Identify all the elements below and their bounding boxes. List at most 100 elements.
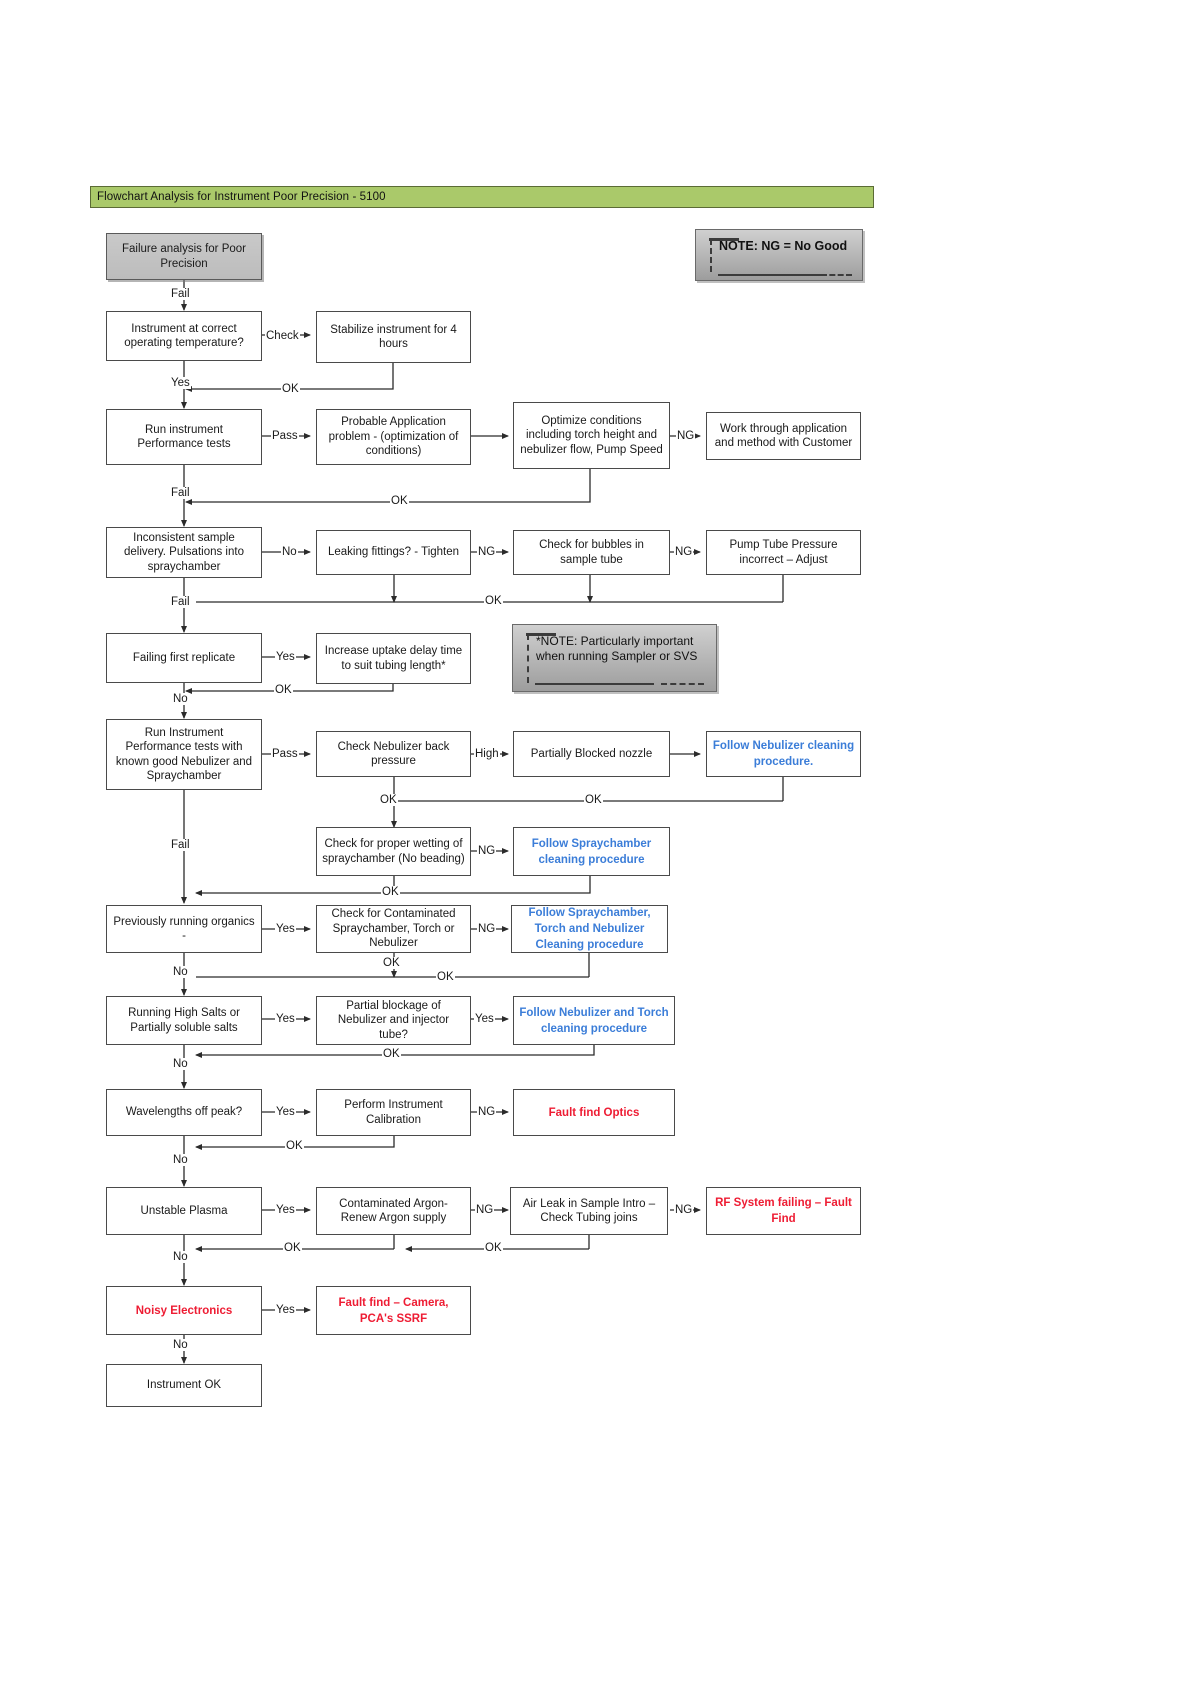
node-leaking-fittings[interactable]: Leaking fittings? - Tighten	[316, 530, 471, 575]
edge-label-ok-11: OK	[285, 1140, 304, 1152]
node-follow-neb-torch-cleaning[interactable]: Follow Nebulizer and Torch cleaning proc…	[513, 996, 675, 1045]
node-unstable-plasma-label: Unstable Plasma	[140, 1204, 228, 1217]
node-work-customer-label: Work through application and method with…	[714, 422, 853, 450]
node-instrument-ok-label: Instrument OK	[146, 1379, 222, 1392]
edge-label-yes-7: Yes	[275, 1204, 296, 1216]
edge-label-fail-1: Fail	[170, 288, 191, 300]
node-start[interactable]: Failure analysis for Poor Precision	[106, 233, 262, 280]
node-contaminated-spraychamber[interactable]: Check for Contaminated Spraychamber, Tor…	[316, 905, 471, 953]
edge-label-no-6: No	[172, 1251, 189, 1263]
node-optimize[interactable]: Optimize conditions including torch heig…	[513, 402, 670, 469]
node-high-salts[interactable]: Running High Salts or Partially soluble …	[106, 996, 262, 1045]
node-run-perf-known[interactable]: Run Instrument Performance tests with kn…	[106, 719, 262, 790]
page-title: Flowchart Analysis for Instrument Poor P…	[90, 186, 874, 208]
node-contaminated-argon[interactable]: Contaminated Argon- Renew Argon supply	[316, 1187, 471, 1235]
node-run-perf[interactable]: Run instrument Performance tests	[106, 409, 262, 465]
edge-label-no-7: No	[172, 1339, 189, 1351]
node-fault-find-optics-label: Fault find Optics	[548, 1106, 640, 1119]
node-failing-first-replicate[interactable]: Failing first replicate	[106, 633, 262, 683]
node-fault-find-camera-label: Fault find – Camera, PCA's SSRF	[338, 1296, 449, 1325]
node-follow-nebulizer-cleaning[interactable]: Follow Nebulizer cleaning procedure.	[706, 731, 861, 777]
note-ng-rule	[718, 274, 822, 276]
edge-label-yes-3: Yes	[275, 923, 296, 935]
edge-label-no-1: No	[281, 546, 298, 558]
node-rf-system-failing[interactable]: RF System failing – Fault Find	[706, 1187, 861, 1235]
edge-label-high-1: High	[474, 748, 500, 760]
node-air-leak[interactable]: Air Leak in Sample Intro – Check Tubing …	[510, 1187, 668, 1235]
node-blocked-nozzle-label: Partially Blocked nozzle	[530, 747, 653, 760]
edge-label-yes-1: Yes	[170, 377, 191, 389]
node-perform-calibration[interactable]: Perform Instrument Calibration	[316, 1089, 471, 1136]
node-work-customer[interactable]: Work through application and method with…	[706, 412, 861, 460]
node-contaminated-spraychamber-label: Check for Contaminated Spraychamber, Tor…	[331, 908, 456, 950]
node-perform-calibration-label: Perform Instrument Calibration	[344, 1099, 443, 1126]
note-svs-inner: *NOTE: Particularly important when runni…	[527, 634, 706, 683]
edge-label-ng-1: NG	[676, 430, 696, 442]
node-inconsistent[interactable]: Inconsistent sample delivery. Pulsations…	[106, 527, 262, 578]
node-pump-tube[interactable]: Pump Tube Pressure incorrect – Adjust	[706, 530, 861, 575]
node-neb-back-pressure[interactable]: Check Nebulizer back pressure	[316, 731, 471, 777]
edge-label-no-3: No	[172, 966, 189, 978]
edge-label-ok-12: OK	[283, 1242, 302, 1254]
edge-label-yes-8: Yes	[275, 1304, 296, 1316]
edge-label-ng-7: NG	[475, 1204, 495, 1216]
node-instrument-ok[interactable]: Instrument OK	[106, 1364, 262, 1407]
edge-label-ok-8: OK	[382, 957, 401, 969]
node-previously-organics[interactable]: Previously running organics -	[106, 905, 262, 953]
edge-label-yes-2: Yes	[275, 651, 296, 663]
note-svs-rule-dashed	[661, 683, 704, 685]
node-partial-blockage[interactable]: Partial blockage of Nebulizer and inject…	[316, 996, 471, 1045]
node-follow-spraychamber-cleaning[interactable]: Follow Spraychamber cleaning procedure	[513, 827, 670, 876]
node-stabilize[interactable]: Stabilize instrument for 4 hours	[316, 311, 471, 363]
edge-label-ok-13: OK	[484, 1242, 503, 1254]
edge-label-ok-3: OK	[484, 595, 503, 607]
node-probable-app[interactable]: Probable Application problem - (optimiza…	[316, 409, 471, 465]
edge-label-ok-1: OK	[281, 383, 300, 395]
node-blocked-nozzle[interactable]: Partially Blocked nozzle	[513, 731, 670, 777]
edge-label-ng-6: NG	[477, 1106, 497, 1118]
edge-label-fail-2: Fail	[170, 487, 191, 499]
note-ng-text: NOTE: NG = No Good	[719, 239, 848, 253]
edge-label-fail-3: Fail	[170, 596, 191, 608]
edge-label-fail-4: Fail	[170, 839, 191, 851]
note-svs-rule	[535, 683, 654, 685]
node-follow-nebulizer-cleaning-label: Follow Nebulizer cleaning procedure.	[712, 740, 855, 768]
node-follow-spraychamber-cleaning-label: Follow Spraychamber cleaning procedure	[531, 837, 652, 866]
edge-label-pass-2: Pass	[271, 748, 299, 760]
node-follow-neb-torch-cleaning-label: Follow Nebulizer and Torch cleaning proc…	[519, 1006, 669, 1035]
node-fault-find-camera[interactable]: Fault find – Camera, PCA's SSRF	[316, 1286, 471, 1335]
edge-label-ok-9: OK	[436, 971, 455, 983]
node-uptake-delay[interactable]: Increase uptake delay time to suit tubin…	[316, 633, 471, 684]
node-check-wetting[interactable]: Check for proper wetting of spraychamber…	[316, 827, 471, 876]
note-svs-text: *NOTE: Particularly important when runni…	[536, 634, 698, 663]
node-optimize-label: Optimize conditions including torch heig…	[520, 414, 663, 456]
node-check-bubbles[interactable]: Check for bubbles in sample tube	[513, 530, 670, 575]
node-neb-back-pressure-label: Check Nebulizer back pressure	[337, 740, 450, 768]
note-ng-rule-dashed	[821, 274, 852, 276]
node-inconsistent-label: Inconsistent sample delivery. Pulsations…	[124, 531, 244, 573]
edge-label-yes-5: Yes	[474, 1013, 495, 1025]
node-follow-spray-torch-neb-cleaning[interactable]: Follow Spraychamber, Torch and Nebulizer…	[511, 905, 668, 953]
node-run-perf-label: Run instrument Performance tests	[137, 423, 231, 451]
node-uptake-delay-label: Increase uptake delay time to suit tubin…	[324, 645, 463, 672]
node-unstable-plasma[interactable]: Unstable Plasma	[106, 1187, 262, 1235]
node-noisy-electronics[interactable]: Noisy Electronics	[106, 1286, 262, 1335]
node-wavelengths-off-peak-label: Wavelengths off peak?	[125, 1106, 243, 1119]
node-temp-check[interactable]: Instrument at correct operating temperat…	[106, 311, 262, 361]
node-wavelengths-off-peak[interactable]: Wavelengths off peak?	[106, 1089, 262, 1136]
edge-label-ng-4: NG	[477, 845, 497, 857]
note-svs: *NOTE: Particularly important when runni…	[512, 624, 717, 692]
edge-label-check-1: Check	[265, 330, 300, 342]
note-ng: NOTE: NG = No Good	[695, 229, 863, 281]
node-fault-find-optics[interactable]: Fault find Optics	[513, 1089, 675, 1136]
edge-label-ng-8: NG	[674, 1204, 694, 1216]
node-contaminated-argon-label: Contaminated Argon- Renew Argon supply	[339, 1197, 448, 1225]
edge-label-ok-6: OK	[584, 794, 603, 806]
edge-label-no-2: No	[172, 693, 189, 705]
page-title-text: Flowchart Analysis for Instrument Poor P…	[97, 191, 386, 203]
edge-label-ng-3: NG	[674, 546, 694, 558]
edge-label-ok-10: OK	[382, 1048, 401, 1060]
node-start-label: Failure analysis for Poor Precision	[122, 243, 246, 270]
node-previously-organics-label: Previously running organics -	[113, 915, 255, 943]
